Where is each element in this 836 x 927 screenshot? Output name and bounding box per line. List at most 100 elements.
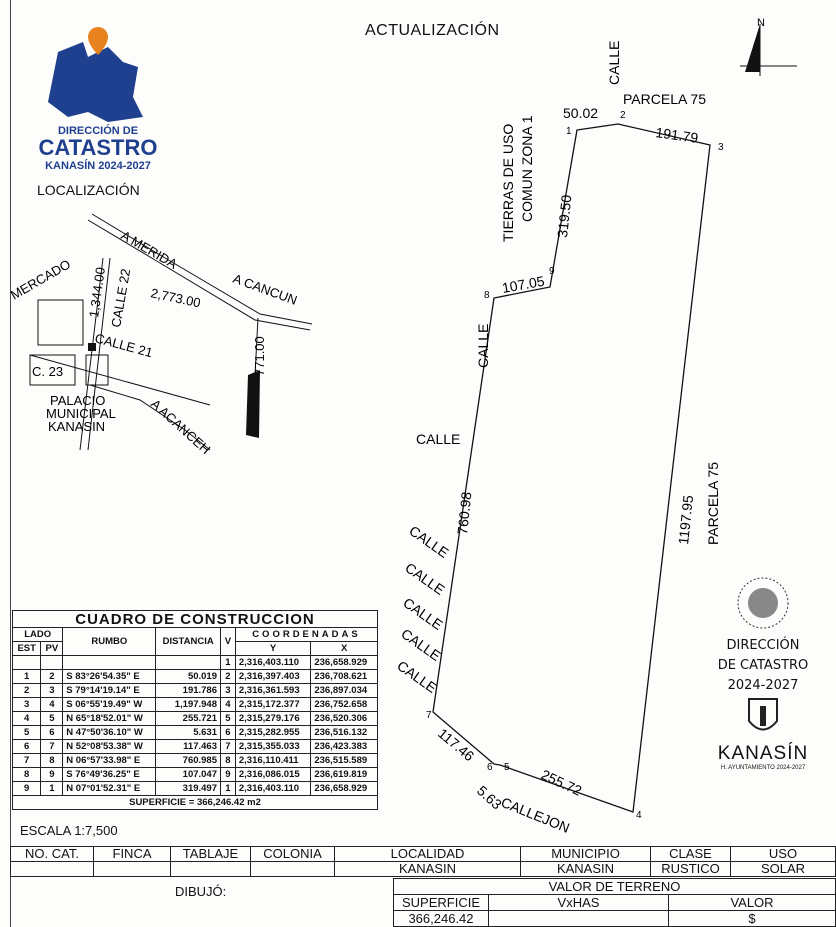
- location-pin-icon: [88, 27, 108, 55]
- vertices-4-label: 5: [504, 762, 510, 773]
- cell-est: 6: [11, 739, 42, 754]
- cell-y: 2,315,282.955: [234, 725, 312, 740]
- cell-est: 4: [11, 711, 42, 726]
- headers-y-label: Y: [234, 641, 312, 656]
- distances-d23-label: 191.79: [655, 124, 700, 146]
- cell-est: 3: [11, 697, 42, 712]
- info-value: [170, 861, 251, 877]
- logo-line2-label: CATASTRO: [39, 135, 158, 160]
- cell-est: 1: [11, 669, 42, 684]
- dibujo-label: DIBUJÓ:: [175, 884, 227, 899]
- cell-dist: 5.631: [155, 725, 221, 740]
- cell-x: 236,752.658: [310, 697, 378, 712]
- stamp-kanasin-label: KANASÍN: [717, 743, 809, 764]
- page-title: ACTUALIZACIÓN: [365, 22, 500, 39]
- info-header: CLASE: [650, 846, 731, 862]
- cell-v: 4: [220, 697, 236, 712]
- cell-est: 2: [11, 683, 42, 698]
- info-value: KANASIN: [334, 861, 521, 877]
- cell-rumbo: N 65°18'52.01" W: [62, 711, 157, 726]
- info-value: [250, 861, 335, 877]
- labels-parcela-right-label: PARCELA 75: [705, 462, 721, 545]
- info-header: COLONIA: [250, 846, 335, 862]
- cell-y: 2,315,172.377: [234, 697, 312, 712]
- location-map: A MERIDA A CANCUN 2,773.00 CALLE 22 1,34…: [10, 213, 313, 457]
- cell-rumbo: N 06°57'33.98" E: [62, 753, 157, 768]
- headers-pv-label: PV: [40, 641, 64, 656]
- cell-dist: 50.019: [155, 669, 221, 684]
- value-header: SUPERFICIE: [393, 894, 489, 911]
- value-cell: [488, 910, 669, 927]
- cell-x: 236,515.589: [310, 753, 378, 768]
- headers-x-label: X: [310, 641, 378, 656]
- labels-c23-label: C. 23: [32, 364, 63, 379]
- cell-y: 2,316,397.403: [234, 669, 312, 684]
- info-header: FINCA: [93, 846, 171, 862]
- parcel-boundary: [432, 123, 711, 813]
- cell-pv: 9: [40, 767, 64, 782]
- cell-rumbo: N 47°50'36.10" W: [62, 725, 157, 740]
- parcel-location: [246, 370, 260, 438]
- info-value: SOLAR: [730, 861, 836, 877]
- north-label: N: [757, 17, 765, 29]
- cell-y: 2,315,279.176: [234, 711, 312, 726]
- stamp-l3-label: 2024-2027: [727, 678, 799, 693]
- value-header: VxHAS: [488, 894, 669, 911]
- distances-d34-label: 1197.95: [675, 494, 696, 545]
- value-cell: $: [668, 910, 836, 927]
- cell-rumbo: N 52°08'53.38" W: [62, 739, 157, 754]
- first-x-label: 236,658.929: [310, 655, 378, 670]
- cell-v: 1: [220, 781, 236, 796]
- cell-x: 236,658.929: [310, 781, 378, 796]
- cell-dist: 760.985: [155, 753, 221, 768]
- labels-callejon-label: CALLEJON: [499, 794, 572, 836]
- cell-est: 8: [11, 767, 42, 782]
- cell-x: 236,619.819: [310, 767, 378, 782]
- calles-1-label: CALLE: [402, 559, 448, 598]
- cell-pv: 4: [40, 697, 64, 712]
- cell-rumbo: S 79°14'19.14" E: [62, 683, 157, 698]
- cell-y: 2,315,355.033: [234, 739, 312, 754]
- info-value: [10, 861, 94, 877]
- info-value: KANASIN: [520, 861, 651, 877]
- vertices-2-label: 3: [718, 142, 724, 153]
- headers-distancia-label: DISTANCIA: [155, 627, 221, 656]
- labels-palacio1-label: PALACIO: [50, 393, 105, 408]
- cell-x: 236,516.132: [310, 725, 378, 740]
- vertices-6-label: 7: [426, 710, 432, 721]
- vertices-7-label: 8: [484, 290, 490, 301]
- vertices-5-label: 6: [487, 762, 493, 773]
- labels-palacio2-label: MUNICIPAL: [46, 406, 116, 421]
- distances-d91-label: 319.50: [554, 194, 574, 238]
- cell-x: 236,897.034: [310, 683, 378, 698]
- map-shape: [48, 42, 143, 122]
- cell-v: 7: [220, 739, 236, 754]
- info-value: [93, 861, 171, 877]
- cell-x: 236,708.621: [310, 669, 378, 684]
- distances-d45-label: 255.72: [539, 766, 585, 799]
- distances-d89-label: 107.05: [501, 273, 546, 296]
- cell-dist: 107.047: [155, 767, 221, 782]
- cell-rumbo: S 76°49'36.25" E: [62, 767, 157, 782]
- cell-dist: 255.721: [155, 711, 221, 726]
- scale-label: ESCALA 1:7,500: [20, 823, 118, 838]
- cell-pv: 7: [40, 739, 64, 754]
- cell-est: 5: [11, 725, 42, 740]
- headers-est-label: EST: [11, 641, 42, 656]
- headers-v-label: V: [220, 627, 236, 656]
- cell-y: 2,316,403.110: [234, 781, 312, 796]
- parcel-plot: 12 34 56 78 9 50.02 191.79 1197.95 255.7…: [394, 41, 724, 836]
- distances-d12-label: 50.02: [563, 105, 598, 121]
- info-header: LOCALIDAD: [334, 846, 521, 862]
- cell-v: 5: [220, 711, 236, 726]
- info-header: USO: [730, 846, 836, 862]
- stamp-l1-label: DIRECCIÓN: [726, 638, 800, 653]
- cell-est: 7: [11, 753, 42, 768]
- labels-calle-top-label: CALLE: [606, 41, 622, 85]
